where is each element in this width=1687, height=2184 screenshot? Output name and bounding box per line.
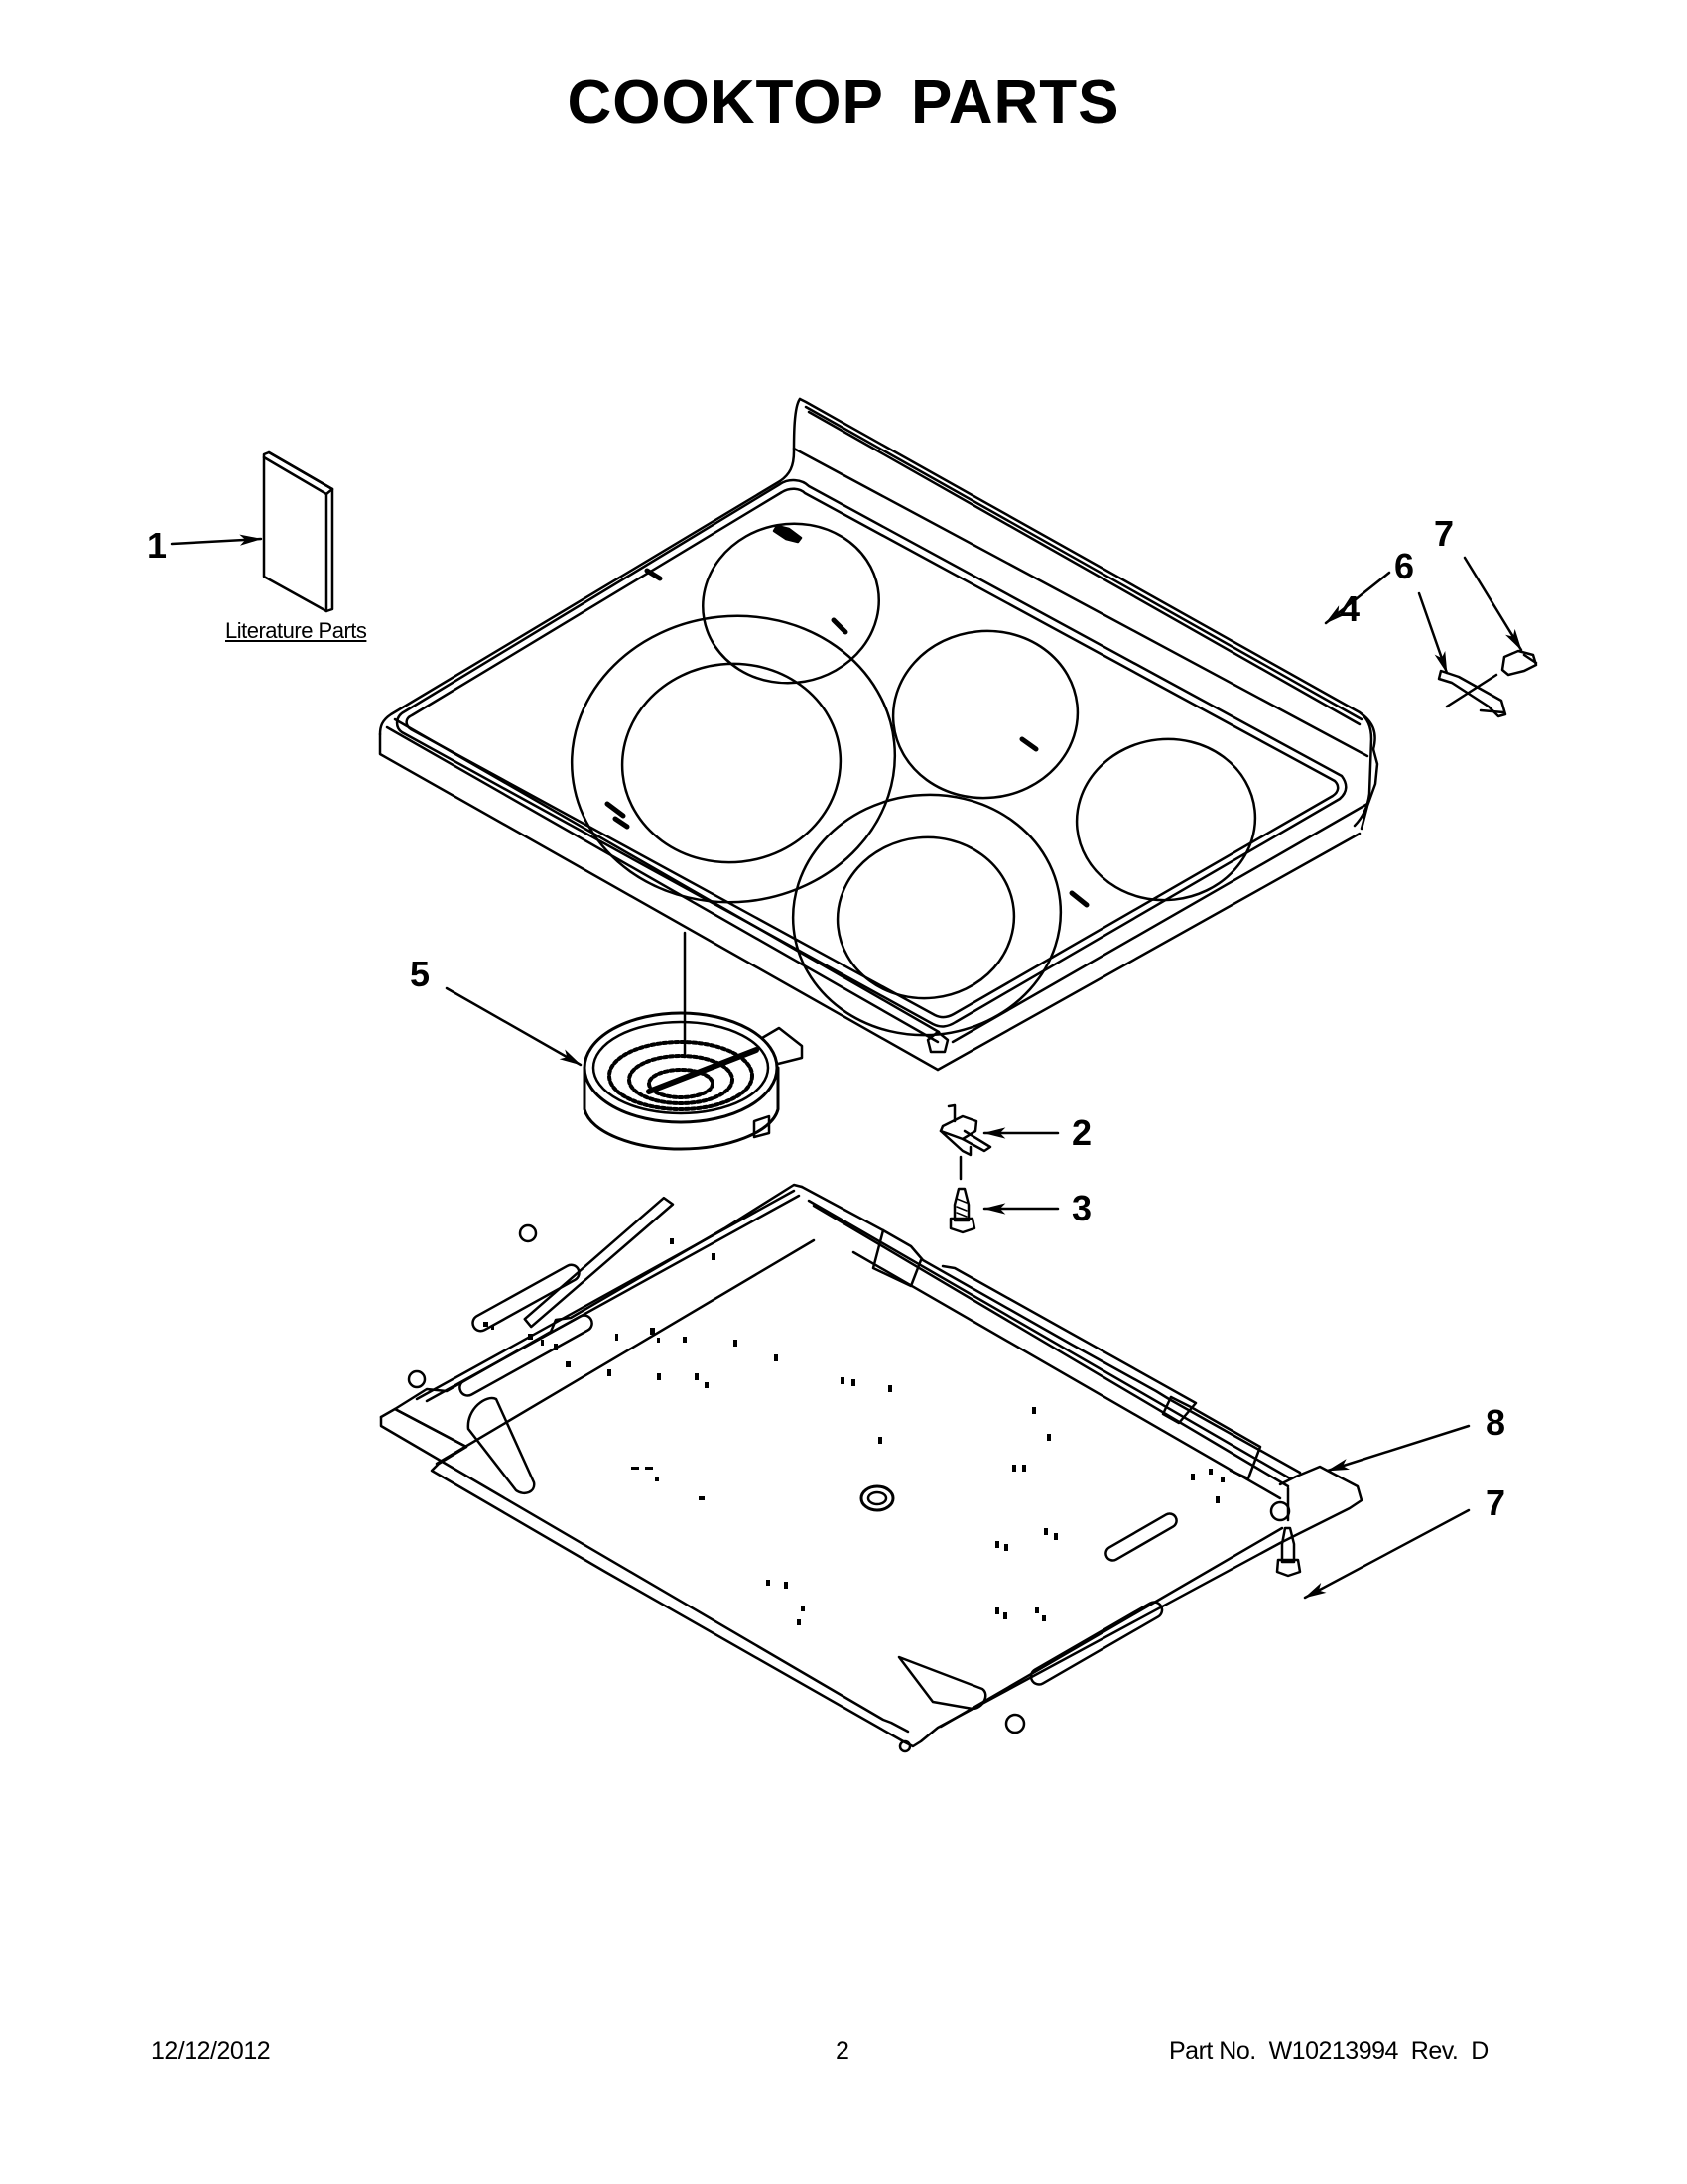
callout-arrow-1 (170, 534, 263, 546)
literature-booklet-icon (262, 450, 334, 613)
screw-icon (1275, 1486, 1302, 1578)
screw-icon (1500, 649, 1538, 677)
callout-arrow-8 (1326, 1424, 1471, 1473)
stamped-marks (483, 1238, 1225, 1625)
callout-7-bottom: 7 (1486, 1482, 1506, 1523)
callout-arrow-7-bottom (1303, 1508, 1471, 1600)
callout-arrow-4 (1324, 571, 1391, 625)
callout-3: 3 (1072, 1188, 1093, 1228)
callout-4: 4 (1340, 588, 1361, 629)
clip-icon (939, 1103, 992, 1181)
callout-1: 1 (147, 525, 168, 566)
footer-page-number: 2 (836, 2037, 849, 2065)
callout-6: 6 (1394, 546, 1415, 586)
cooktop-glass-icon (378, 397, 1379, 1072)
callout-2: 2 (1072, 1112, 1093, 1153)
callout-7-top: 7 (1434, 513, 1455, 554)
callout-arrow-6 (1417, 591, 1449, 675)
bracket-icon (1437, 669, 1507, 718)
callout-5: 5 (410, 954, 431, 994)
literature-parts-label: Literature Parts (225, 618, 367, 643)
callout-arrow-5 (445, 986, 583, 1067)
surface-element-icon (583, 931, 804, 1151)
callout-8: 8 (1486, 1402, 1506, 1443)
footer-part-number: Part No. W10213994 Rev. D (1169, 2037, 1489, 2065)
page-title: COOKTOP PARTS (567, 68, 1120, 137)
burner-box-panel-icon (379, 1183, 1363, 1753)
callout-arrow-7-top (1463, 556, 1523, 652)
screw-icon (949, 1187, 976, 1234)
footer-date: 12/12/2012 (151, 2037, 271, 2065)
